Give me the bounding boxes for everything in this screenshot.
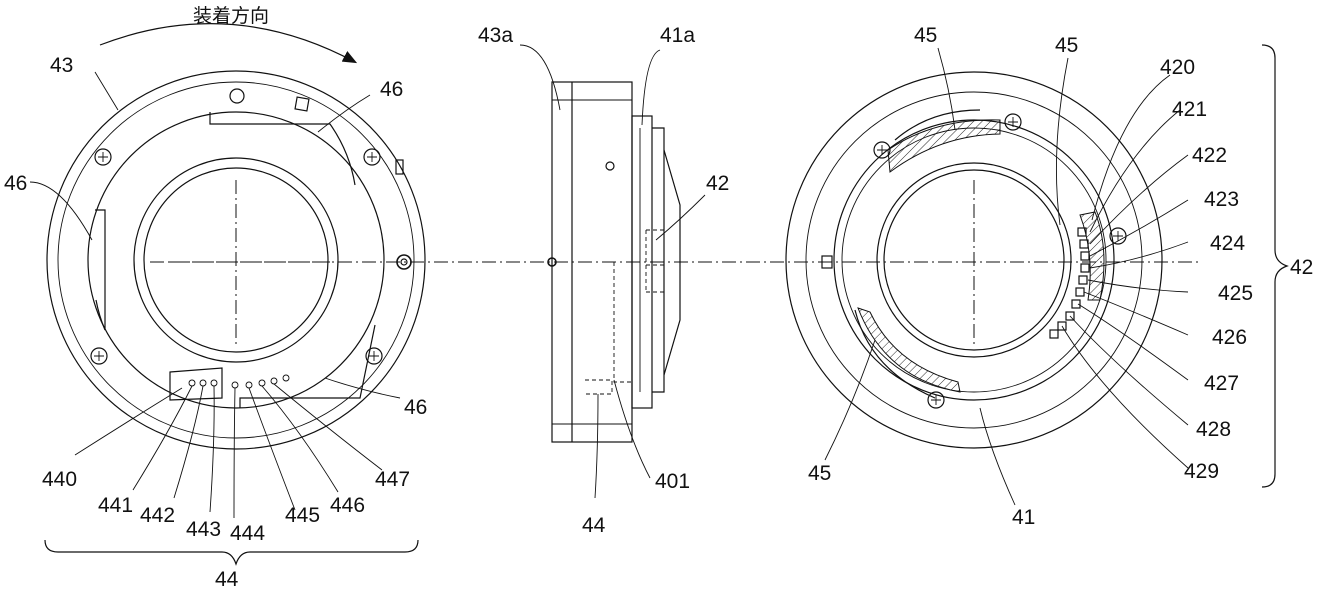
label-45-bottom: 45 [808, 462, 831, 485]
label-422: 422 [1192, 144, 1227, 167]
label-429: 429 [1184, 460, 1219, 483]
claw-top [887, 119, 1001, 173]
mounting-direction-label: 装着方向 [193, 5, 269, 27]
label-46-left: 46 [4, 172, 27, 195]
label-46-top: 46 [380, 78, 403, 101]
middle-side-view [519, 44, 706, 499]
label-428: 428 [1196, 418, 1231, 441]
label-444: 444 [230, 522, 265, 545]
label-42-middle: 42 [706, 172, 729, 195]
label-43a: 43a [478, 24, 513, 47]
label-446: 446 [330, 494, 365, 517]
label-401: 401 [655, 470, 690, 493]
claw-right [1079, 211, 1105, 301]
mounting-direction-arrow [99, 23, 358, 64]
label-421: 421 [1172, 98, 1207, 121]
label-442: 442 [140, 504, 175, 527]
label-41a: 41a [660, 24, 695, 47]
label-445: 445 [285, 504, 320, 527]
left-front-view: 装着方向 [29, 5, 426, 566]
lens-contacts [1049, 227, 1090, 339]
label-447: 447 [375, 468, 410, 491]
label-440: 440 [42, 468, 77, 491]
label-44-middle: 44 [582, 514, 606, 537]
label-43: 43 [50, 54, 73, 77]
mount-screws [90, 148, 383, 365]
label-46-bottom: 46 [404, 396, 427, 419]
contact-pins [188, 374, 290, 389]
label-42-brace: 42 [1290, 256, 1313, 279]
label-44-brace: 44 [215, 568, 239, 591]
label-441: 441 [98, 494, 133, 517]
label-425: 425 [1218, 282, 1253, 305]
label-423: 423 [1204, 188, 1239, 211]
claw-bottom [857, 307, 961, 393]
label-424: 424 [1210, 232, 1245, 255]
rear-screws [873, 113, 1127, 409]
label-443: 443 [186, 518, 221, 541]
label-427: 427 [1204, 372, 1239, 395]
label-45-top: 45 [914, 24, 937, 47]
label-41: 41 [1012, 506, 1035, 529]
right-rear-view [785, 44, 1289, 506]
label-426: 426 [1212, 326, 1247, 349]
label-45-right: 45 [1055, 34, 1078, 57]
label-420: 420 [1160, 56, 1195, 79]
